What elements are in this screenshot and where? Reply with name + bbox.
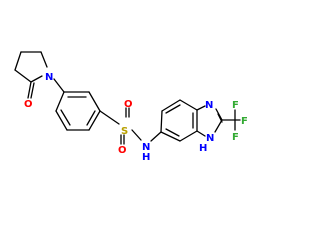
fluorine-top-label: F [232,100,239,111]
sulfonamide-nitrogen-label: N [142,142,150,153]
sulfonamide-hydrogen-label: H [142,152,150,163]
pyrrolidinone-oxygen-label: O [24,99,33,110]
n-aryl-bond [53,78,65,93]
fluorine-right-label: F [241,116,248,127]
nitrogen-aryl-bond [150,131,162,142]
molecule-drawing: O N S O O N H N N H F F F [14,51,248,163]
imidazole-nitrogen-bottom-label: N [206,133,214,144]
benzimidazole-benzene-ring [160,99,198,142]
structure-canvas: O N S O O N H N N H F F F [14,51,248,163]
benzene-ring [55,91,101,131]
pyrrolidinone-ring [14,51,48,99]
fluorine-bottom-label: F [232,132,239,143]
imidazole-ring [196,105,223,137]
sulfur-nitrogen-bond [131,129,142,141]
aryl-sulfur-bond [99,110,120,125]
sulfonyl-bonds [120,107,130,145]
imidazole-nitrogen-top-label: N [205,100,213,111]
sulfonyl-oxygen-top-label: O [124,99,133,110]
imidazole-hydrogen-label: H [199,143,207,154]
sulfonyl-sulfur-label: S [121,126,128,137]
trifluoromethyl-bonds [221,109,241,131]
sulfonyl-oxygen-bottom-label: O [118,145,127,156]
pyrrolidinone-nitrogen-label: N [45,72,53,83]
